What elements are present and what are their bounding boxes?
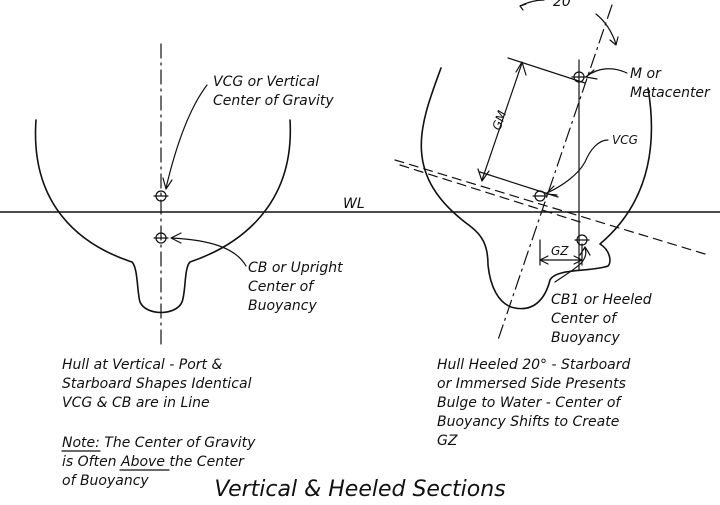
heeled-caption-line4: Buoyancy Shifts to Create (437, 414, 619, 430)
metacenter-label-line2: Metacenter (630, 85, 711, 101)
waterline-label: WL (343, 196, 365, 212)
gm-dimension-line (481, 62, 523, 181)
gm-label: GM (490, 108, 510, 132)
heeled-centerline (497, 4, 613, 341)
heeled-caption-line2: or Immersed Side Presents (437, 376, 626, 392)
upright-cb-label-line1: CB or Upright (248, 260, 343, 276)
gz-label: GZ (551, 244, 569, 258)
upright-vcg-label-line1: VCG or Vertical (213, 74, 319, 90)
upright-cb-arrowhead (170, 232, 182, 244)
metacenter-label-line1: M or (630, 66, 662, 82)
upright-hull-section (34, 43, 292, 346)
upright-caption-line2: Starboard Shapes Identical (62, 376, 252, 392)
upright-note-line3: of Buoyancy (62, 473, 149, 489)
upright-caption-line1: Hull at Vertical - Port & (62, 357, 222, 373)
heeled-vcg-leader (546, 139, 609, 194)
upright-cb-label-line2: Center of (248, 279, 315, 295)
heeled-cb-label-line1: CB1 or Heeled (551, 292, 652, 308)
heeled-reference-line (399, 164, 581, 223)
upright-vcg-leader (165, 84, 208, 189)
upright-cb-leader (171, 237, 247, 267)
upright-vcg-label-line2: Center of Gravity (213, 93, 334, 109)
heeled-hull-outline (420, 67, 653, 310)
upright-cb-label-line3: Buoyancy (248, 298, 317, 314)
heeled-caption-line3: Bulge to Water - Center of (437, 395, 622, 411)
upright-note-line2: is Often Above the Center (62, 454, 245, 470)
heeled-waterline (394, 159, 706, 255)
heel-angle-label: 20° (553, 0, 578, 10)
heeled-cb-leader (554, 247, 587, 283)
heeled-caption-line5: GZ (437, 433, 458, 449)
heeled-hull-section (394, 0, 706, 341)
upright-caption-line3: VCG & CB are in Line (62, 395, 210, 411)
heeled-cb-label-line3: Buoyancy (551, 330, 620, 346)
upright-vcg-arrowhead (162, 177, 173, 190)
metacenter-leader (586, 68, 628, 77)
angle-arc-right (595, 13, 617, 45)
heeled-cb-label-line2: Center of (551, 311, 618, 327)
heeled-caption-line1: Hull Heeled 20° - Starboard (437, 357, 630, 373)
upright-note-line1: Note: The Center of Gravity (62, 435, 256, 451)
diagram-title: Vertical & Heeled Sections (214, 477, 505, 500)
heeled-vcg-label: VCG (612, 133, 638, 147)
